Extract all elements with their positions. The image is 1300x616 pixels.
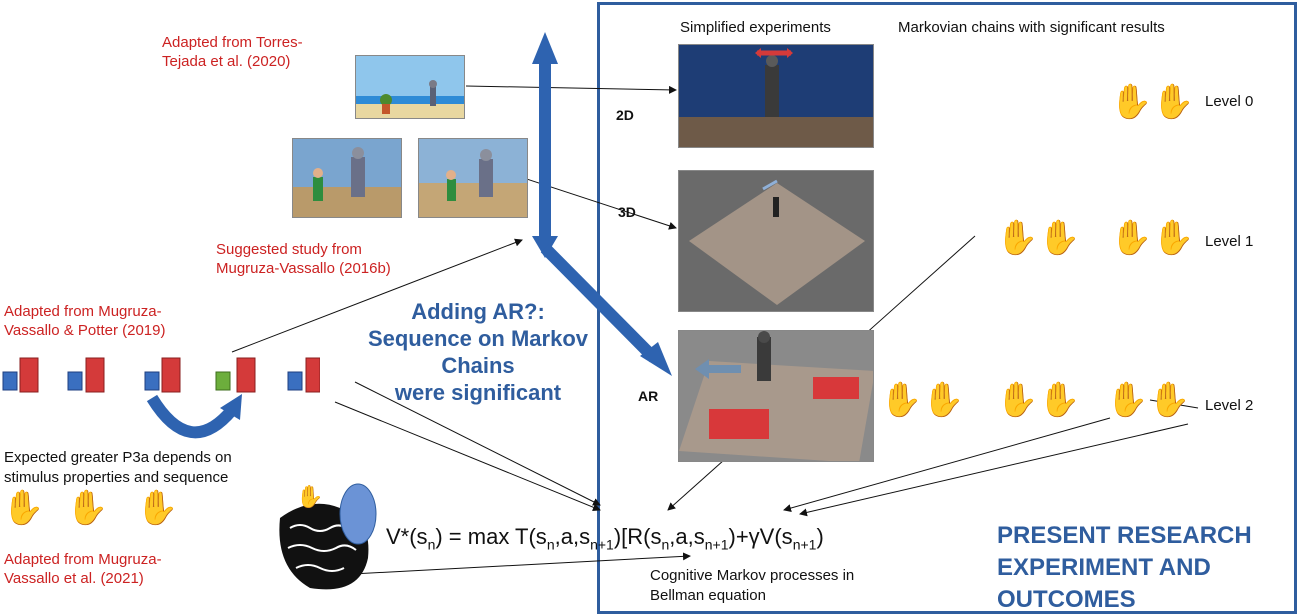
arrow-level2-eq-2	[799, 423, 1189, 517]
source-potter: Adapted from Mugruza- Vassallo & Potter …	[4, 303, 166, 339]
hand-icon: ✋	[1106, 381, 1149, 419]
arrow-level2-link	[1149, 399, 1199, 409]
hand-icon: ✋	[996, 381, 1039, 419]
hand-icon: ✋	[296, 484, 323, 509]
blue-arrow-head-diag	[640, 342, 672, 376]
hands-level-2-a: ✋✋	[880, 380, 965, 420]
thumbnail-3d-game-2	[418, 138, 528, 218]
adding-ar-text: Adding AR?: Sequence on Markov Chains we…	[367, 299, 589, 405]
present-research-label: PRESENT RESEARCH EXPERIMENT AND OUTCOMES	[997, 522, 1252, 612]
game-scene-3d-image-2	[419, 139, 527, 217]
experiment-ar-scene	[679, 331, 873, 461]
experiment-3d-scene	[679, 171, 873, 311]
bellman-caption: Cognitive Markov processes in Bellman eq…	[650, 567, 855, 604]
stimulus-sequence	[0, 352, 321, 402]
hand-icon: ✋	[1152, 83, 1195, 121]
source-torres: Adapted from Torres- Tejada et al. (2020…	[162, 34, 303, 70]
arrow-suggested	[231, 238, 523, 353]
hand-icon: ✋	[996, 219, 1039, 257]
hands-level-2-c: ✋✋	[1106, 380, 1191, 420]
source-mv2021: Adapted from Mugruza- Vassallo et al. (2…	[4, 551, 162, 587]
blue-arrow-head-down	[532, 236, 558, 258]
hands-level-0: ✋✋	[1110, 82, 1195, 122]
hand-icon: ✋	[1038, 381, 1081, 419]
game-scene-2d-image	[356, 56, 464, 118]
hand-icon: ✋	[922, 381, 965, 419]
hands-left-row: ✋ ✋ ✋	[2, 488, 182, 532]
experiment-ar-image	[678, 330, 874, 462]
stimulus-blocks	[2, 357, 321, 393]
arrow-brain-caption	[351, 552, 691, 575]
hand-icon: ✋	[1038, 219, 1081, 257]
thumbnail-2d-game	[355, 55, 465, 119]
game-scene-3d-image-1	[293, 139, 401, 217]
label-3d: 3D	[618, 204, 636, 220]
hand-icon: ✋	[1110, 219, 1153, 257]
expected-p3a-text: Expected greater P3a depends on stimulus…	[4, 449, 232, 486]
thumbnail-3d-game-1	[292, 138, 402, 218]
hands-level-1-b: ✋✋	[1110, 218, 1195, 258]
header-markovian-chains: Markovian chains with significant result…	[898, 19, 1165, 36]
level-0-label: Level 0	[1205, 93, 1254, 110]
source-suggested: Suggested study from Mugruza-Vassallo (2…	[216, 241, 391, 277]
arrow-level2-eq-1	[783, 417, 1111, 512]
hand-icon: ✋	[1152, 219, 1195, 257]
level-2-label: Level 2	[1205, 397, 1254, 414]
header-simplified-experiments: Simplified experiments	[680, 19, 831, 36]
label-ar: AR	[638, 388, 659, 404]
bellman-equation: V*(sn) = max T(sn,a,sn+1)[R(sn,a,sn+1)+γ…	[386, 524, 824, 553]
hand-icon: ✋	[2, 489, 45, 527]
hand-icon: ✋	[136, 489, 179, 527]
curved-arrow	[146, 394, 242, 439]
arrow-2d	[465, 85, 677, 94]
experiment-2d-image	[678, 44, 874, 148]
brain-image: ✋	[279, 483, 377, 590]
hands-level-2-b: ✋✋	[996, 380, 1081, 420]
hand-icon: ✋	[1148, 381, 1191, 419]
arrow-stim-eq-2	[354, 381, 601, 506]
blue-diagonal-arrow	[540, 243, 659, 363]
experiment-2d-scene	[679, 45, 873, 147]
label-2d: 2D	[616, 107, 634, 123]
experiment-3d-image	[678, 170, 874, 312]
hand-icon: ✋	[1110, 83, 1153, 121]
blue-arrow-head-up	[532, 32, 558, 64]
hand-icon: ✋	[880, 381, 923, 419]
level-1-label: Level 1	[1205, 233, 1254, 250]
hands-level-1-a: ✋✋	[996, 218, 1081, 258]
hand-icon: ✋	[66, 489, 109, 527]
brain-figure: ✋	[270, 478, 380, 598]
arrow-stim-eq-1	[334, 401, 601, 512]
